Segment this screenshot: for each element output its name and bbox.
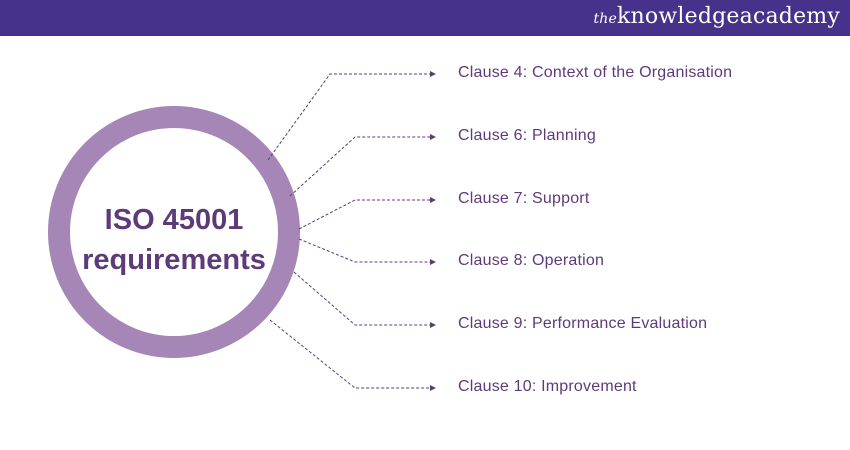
clause-label: Clause 4: Context of the Organisation [458,64,733,81]
central-title: ISO 45001 requirements [82,204,266,276]
clause-label: Clause 9: Performance Evaluation [458,315,708,332]
connector-clause-9 [293,271,436,328]
clause-label: Clause 10: Improvement [458,378,637,395]
clause-label: Clause 6: Planning [458,127,596,144]
connector-clause-10 [269,319,436,391]
clause-label: Clause 8: Operation [458,252,605,269]
connector-clause-6 [289,134,436,197]
header-bar: theknowledgeacademy [0,0,850,36]
connector-clause-4 [267,71,436,161]
connector-clause-7 [298,197,436,230]
central-ring [48,106,300,358]
connector-clause-8 [298,238,436,265]
clause-label: Clause 7: Support [458,190,590,207]
brand-logo[interactable]: theknowledgeacademy [593,4,840,29]
